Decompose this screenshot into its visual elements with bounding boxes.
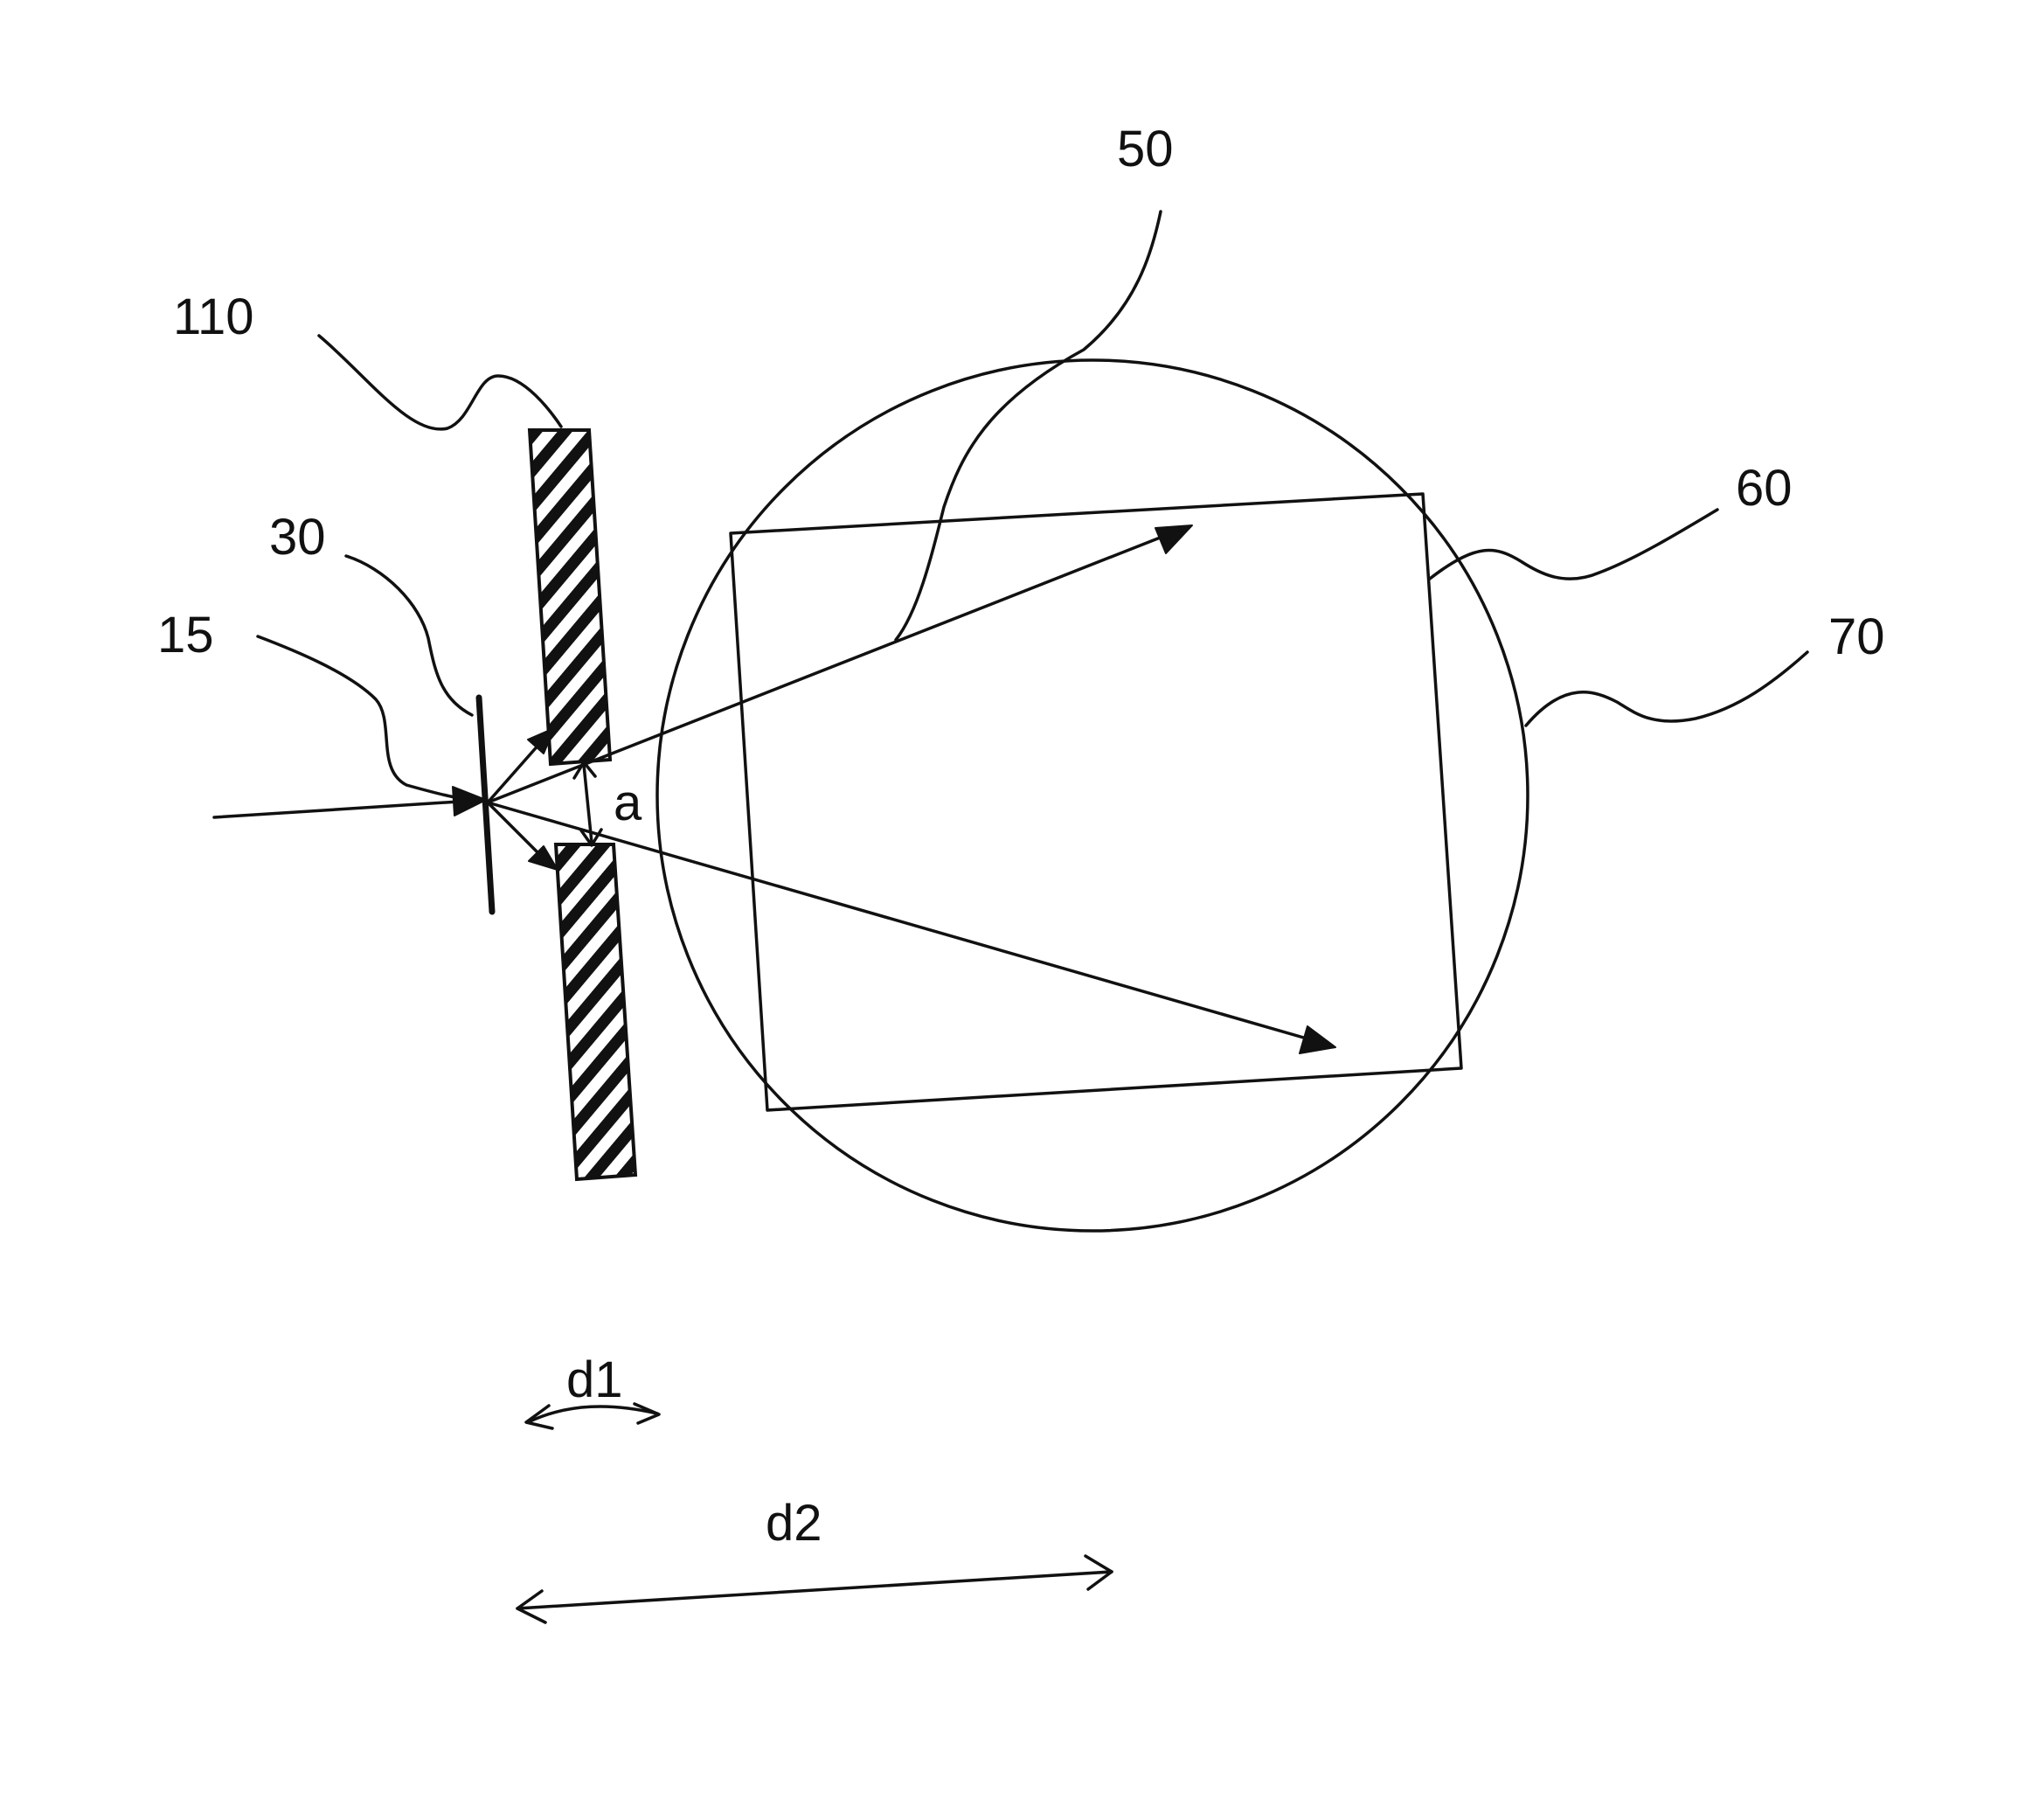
leader-15 xyxy=(258,636,454,797)
ray-upper-arrowhead xyxy=(1155,525,1192,553)
label-15: 15 xyxy=(157,607,214,663)
leader-110 xyxy=(319,336,561,429)
label-70: 70 xyxy=(1828,608,1885,665)
label-60: 60 xyxy=(1736,460,1793,517)
plate-110-lower xyxy=(556,844,635,1179)
incoming-beam-arrowhead xyxy=(453,787,486,816)
leader-70 xyxy=(1526,652,1807,726)
circle-70 xyxy=(657,360,1528,1231)
leader-50 xyxy=(896,212,1161,640)
plate-110-upper xyxy=(530,430,610,764)
label-a: a xyxy=(614,775,642,831)
label-50: 50 xyxy=(1117,121,1174,177)
label-30: 30 xyxy=(269,509,326,566)
incoming-beam-15 xyxy=(214,802,459,817)
d1-head-right xyxy=(635,1404,659,1423)
label-d1: d1 xyxy=(566,1351,623,1408)
d1-dimension xyxy=(528,1407,657,1422)
d2-dimension xyxy=(517,1572,1112,1608)
square-60 xyxy=(731,494,1461,1110)
leader-60 xyxy=(1430,510,1717,579)
label-d2: d2 xyxy=(766,1495,822,1552)
label-110: 110 xyxy=(173,288,253,345)
ray-lower-arrowhead xyxy=(1300,1026,1335,1053)
